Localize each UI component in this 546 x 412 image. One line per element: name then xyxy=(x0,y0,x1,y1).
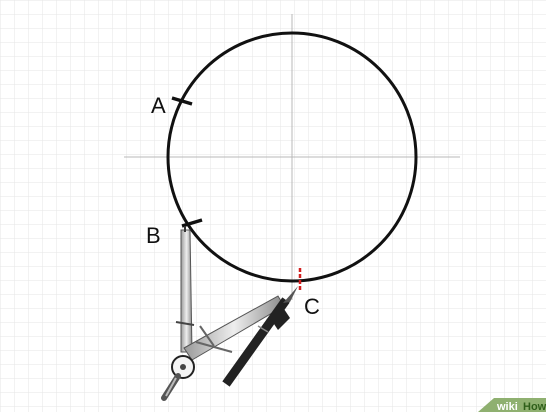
compass-handle-highlight xyxy=(165,377,177,397)
compass-adjust-screw xyxy=(195,341,233,353)
compass-needle-leg xyxy=(180,229,193,353)
label-c: C xyxy=(304,294,320,319)
compass-hinge-pin xyxy=(180,364,186,370)
compass-clamp-screw xyxy=(257,325,269,333)
label-a: A xyxy=(151,93,166,118)
tick-mark-a xyxy=(171,96,193,106)
watermark-text-wiki: wiki xyxy=(496,401,518,412)
wikihow-watermark: wiki How xyxy=(478,398,546,412)
tick-mark-b xyxy=(181,218,203,228)
watermark-badge xyxy=(478,398,546,412)
compass-hinge-arm xyxy=(175,321,195,326)
compass-pencil-lead xyxy=(283,286,298,303)
compass-leg-bracket xyxy=(199,325,215,347)
compass-pencil-clamp xyxy=(270,306,290,330)
compass-icon xyxy=(161,226,298,401)
label-b: B xyxy=(146,223,161,248)
circle-outline xyxy=(166,31,418,283)
watermark-text-how: How xyxy=(523,401,546,412)
